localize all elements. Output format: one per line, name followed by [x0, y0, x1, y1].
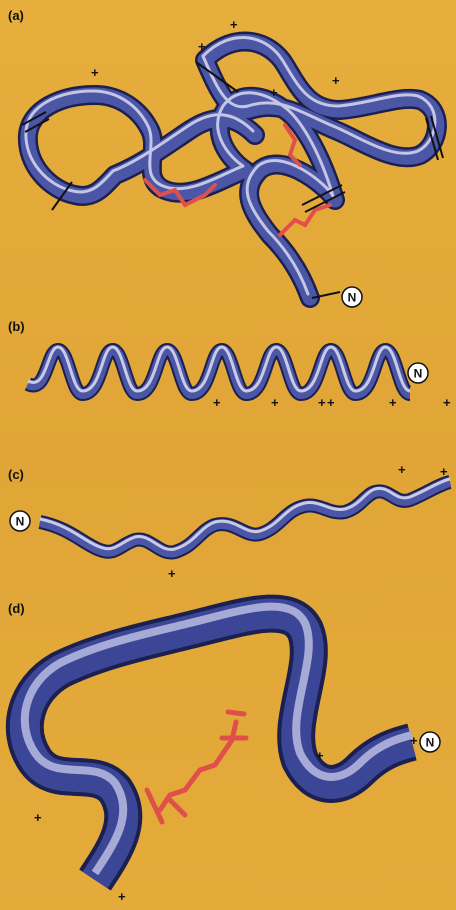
charge-plus: +	[318, 395, 326, 410]
panel-d-disulfide-bonds	[147, 712, 246, 822]
panel-b-helix	[28, 347, 410, 394]
panel-c-label: (c)	[8, 467, 24, 482]
charge-plus: +	[118, 889, 126, 904]
charge-plus: +	[410, 733, 418, 748]
charge-plus: +	[213, 395, 221, 410]
disulfide-bond	[160, 722, 236, 810]
charge-plus: +	[91, 65, 99, 80]
charge-plus: +	[443, 395, 451, 410]
panel-a-ribbon	[26, 37, 437, 298]
disulfide-bond	[170, 800, 185, 815]
charge-plus: +	[230, 17, 238, 32]
svg-text:N: N	[348, 291, 357, 305]
charge-plus: +	[198, 39, 206, 54]
svg-text:N: N	[426, 736, 435, 750]
charge-plus: +	[332, 73, 340, 88]
svg-text:N: N	[16, 515, 25, 529]
panel-c: (c) N + + +	[8, 462, 450, 581]
panel-d-label: (d)	[8, 601, 25, 616]
charge-plus: +	[270, 85, 278, 100]
svg-text:N: N	[414, 367, 423, 381]
charge-plus: +	[168, 566, 176, 581]
panel-d-n-terminus: N	[420, 732, 440, 752]
panel-b: (b) N + + + + + +	[8, 319, 451, 410]
disulfide-bond	[228, 712, 244, 714]
charge-plus: +	[440, 464, 448, 479]
panel-b-label: (b)	[8, 319, 25, 334]
panel-b-n-terminus: N	[408, 363, 428, 383]
panel-c-strand	[40, 479, 450, 553]
charge-plus: +	[34, 810, 42, 825]
panel-c-n-terminus: N	[10, 511, 30, 531]
charge-plus: +	[327, 395, 335, 410]
disulfide-bond	[280, 205, 330, 235]
charge-plus: +	[316, 748, 324, 763]
charge-plus: +	[389, 395, 397, 410]
panel-a-n-terminus: N	[342, 287, 362, 307]
panel-a-label: (a)	[8, 8, 24, 23]
panel-a: (a) N +	[8, 8, 443, 307]
charge-plus: +	[398, 462, 406, 477]
panel-d: (d) N + + + +	[8, 601, 440, 904]
charge-plus: +	[271, 395, 279, 410]
panel-d-ribbon	[25, 607, 412, 880]
